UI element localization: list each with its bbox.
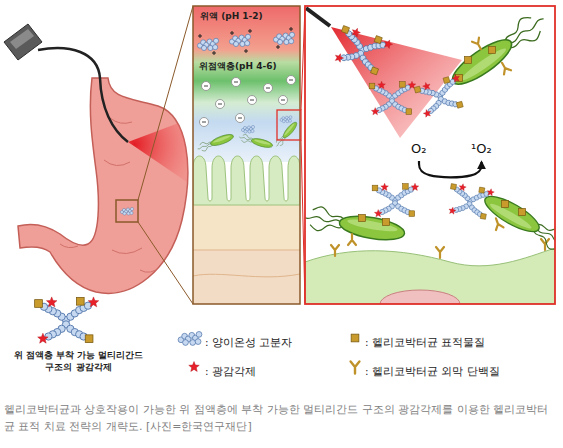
light-beam: [128, 118, 192, 184]
positive-charge-signs: [198, 27, 293, 55]
endoscope-handle: [4, 24, 42, 60]
node-text: 위액 (pH 1-2): [200, 11, 263, 22]
legend-item: : 양이온성 고분자: [205, 331, 292, 350]
gastric-villi: [193, 156, 300, 205]
oxygen-species: O₂: [409, 140, 429, 158]
polymer-in-stomach: [120, 207, 133, 215]
cationic-polymer: [241, 125, 254, 133]
panel-frame: [305, 6, 555, 304]
legend-text: : 양이온성 고분자: [205, 336, 292, 348]
node-text: 위점액층(pH 4-6): [199, 61, 277, 72]
tissue-layer: [193, 200, 300, 250]
stomach-outline: [18, 78, 188, 293]
legend-text: : 헬리코박터균 외막 단백질: [365, 365, 500, 377]
endoscope-highlight: [10, 29, 34, 49]
legend-item: : 헬리코박터균 표적물질: [365, 331, 485, 350]
mucus-panel: [193, 6, 300, 304]
endoscope-tip: [306, 8, 330, 26]
endoscope-cable: [38, 48, 128, 142]
legend-item: : 헬리코박터균 외막 단백질: [365, 360, 500, 379]
figure-caption: 헬리코박터균과 상호작용이 가능한 위 점액층에 부착 가능한 멀티리간드 구조…: [4, 401, 559, 435]
node-text: ¹O₂: [471, 141, 492, 157]
zoom-box: [116, 200, 138, 222]
tissue-layer: [193, 250, 300, 304]
gastric-layers: [193, 6, 300, 162]
zoom-box: [277, 110, 301, 140]
cell-nucleus: [380, 290, 460, 304]
cationic-polymer: [229, 34, 250, 46]
cationic-polymer: [280, 116, 292, 123]
panel-frame: [193, 6, 300, 304]
node-text: O₂: [411, 141, 427, 157]
oxygen-species: ¹O₂: [469, 140, 494, 158]
light-cone: [331, 27, 462, 138]
reaction-arrow: [419, 161, 482, 177]
epithelial-cell: [305, 248, 555, 304]
legend-item: : 광감각제: [205, 360, 256, 379]
gastric-layer-label: 위액 (pH 1-2): [198, 10, 265, 24]
legend-text: : 헬리코박터균 표적물질: [365, 336, 485, 348]
zoom-panel-ground: [305, 6, 555, 304]
structure-label: 위 점액층 부착 가능 멀티리간드 구조의 광감각제: [6, 349, 151, 373]
gastric-layer-label: 위점액층(pH 4-6): [197, 60, 279, 74]
tissue-lines: [193, 250, 300, 277]
cationic-polymer: [273, 32, 294, 44]
cationic-polymer: [197, 38, 218, 50]
zoom-lines: [138, 6, 193, 304]
zoom-panel: [305, 8, 555, 304]
legend-text: : 광감각제: [205, 365, 256, 377]
